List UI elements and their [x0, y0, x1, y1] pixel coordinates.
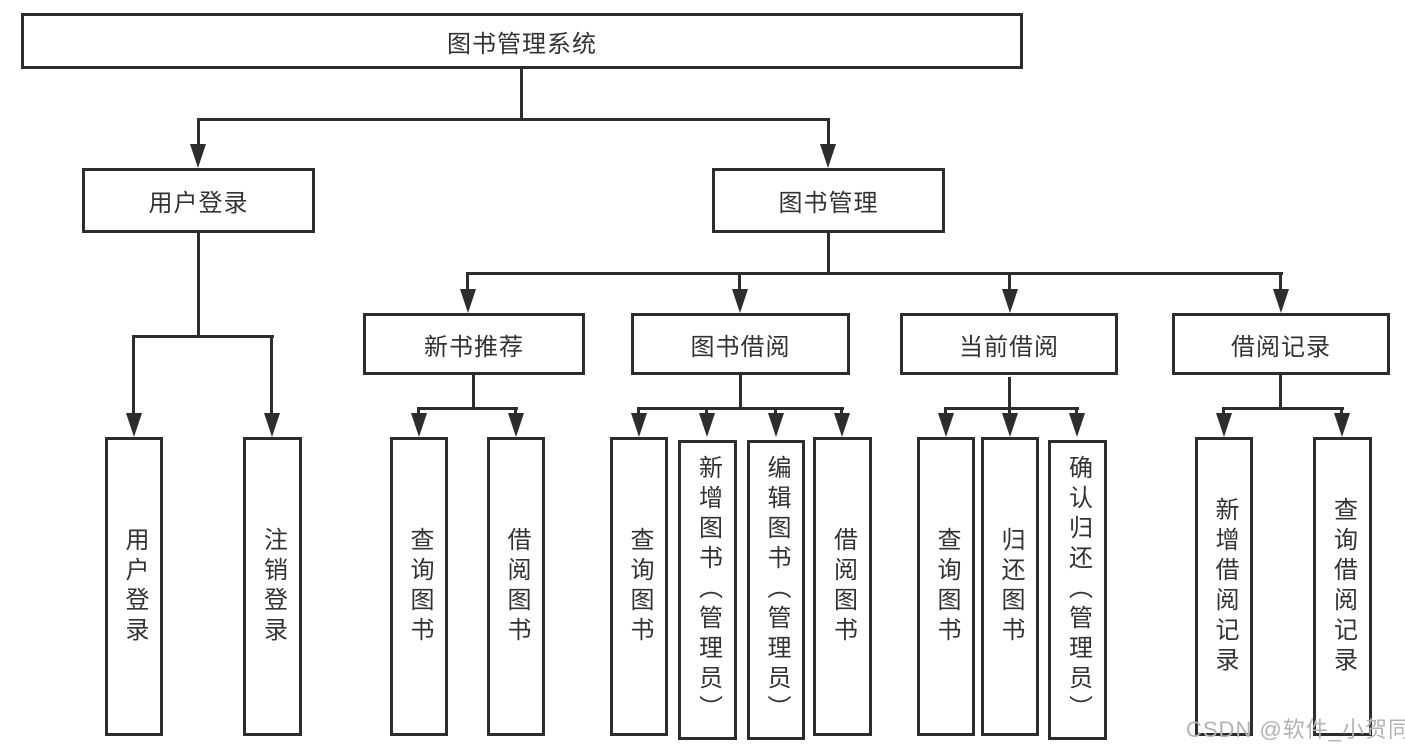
arrowhead-down-icon: [699, 413, 715, 437]
arrowhead-down-icon: [834, 413, 850, 437]
arrowhead-down-icon: [768, 413, 784, 437]
connector-line: [738, 272, 741, 294]
node-label: 图书管理系统: [447, 30, 597, 58]
arrowhead-down-icon: [508, 413, 524, 437]
connector-line: [197, 233, 200, 335]
arrowhead-down-icon: [190, 144, 206, 168]
node-bb-query-books: 查询图书: [610, 437, 668, 736]
node-label: 查询图书: [933, 526, 960, 647]
arrowhead-down-icon: [1069, 413, 1085, 437]
arrowhead-down-icon: [631, 413, 647, 437]
node-label: 确认归还（管理员）: [1064, 455, 1092, 725]
node-logout: 注销登录: [243, 437, 302, 736]
connector-line: [417, 407, 518, 410]
node-cb-confirm-return: 确认归还（管理员）: [1048, 440, 1107, 740]
node-root-system: 图书管理系统: [21, 13, 1023, 69]
connector-line: [1279, 375, 1282, 407]
connector-line: [1008, 407, 1011, 417]
connector-line: [1008, 272, 1011, 294]
arrowhead-down-icon: [1334, 413, 1350, 437]
arrowhead-down-icon: [732, 289, 748, 313]
node-br-query-record: 查询借阅记录: [1313, 437, 1372, 736]
node-label: 注销登录: [259, 526, 287, 647]
node-label: 图书管理: [778, 190, 879, 217]
node-borrowing-records: 借阅记录: [1172, 313, 1390, 375]
connector-line: [1279, 272, 1282, 294]
connector-line: [827, 118, 830, 148]
connector-line: [270, 335, 273, 415]
connector-line: [197, 118, 200, 148]
connector-line: [1075, 407, 1078, 417]
node-label: 借阅记录: [1231, 333, 1331, 361]
node-br-add-record: 新增借阅记录: [1195, 437, 1253, 736]
arrowhead-down-icon: [126, 413, 142, 437]
node-bb-borrow-books: 借阅图书: [813, 437, 872, 736]
connector-line: [705, 407, 708, 417]
connector-line: [774, 407, 777, 417]
node-label: 查询借阅记录: [1329, 496, 1357, 677]
arrowhead-down-icon: [1002, 413, 1018, 437]
arrowhead-down-icon: [820, 144, 836, 168]
node-nbr-query-books: 查询图书: [390, 437, 448, 736]
connector-line: [1222, 407, 1225, 417]
arrowhead-down-icon: [1273, 289, 1289, 313]
connector-line: [520, 69, 523, 118]
connector-line: [466, 272, 469, 294]
arrowhead-down-icon: [460, 289, 476, 313]
node-bb-edit-books: 编辑图书（管理员）: [747, 440, 805, 740]
connector-line: [514, 407, 517, 417]
connector-line: [132, 335, 135, 415]
connector-line: [466, 272, 1283, 275]
node-label: 借阅图书: [503, 526, 530, 647]
node-current-borrowing: 当前借阅: [900, 313, 1118, 375]
node-label: 归还图书: [997, 526, 1024, 647]
watermark-text: CSDN @软件_小贺同学: [1186, 717, 1405, 742]
node-label: 新书推荐: [424, 333, 524, 361]
connector-line: [1008, 377, 1011, 407]
connector-line: [840, 407, 843, 417]
connector-line: [739, 375, 742, 407]
arrowhead-down-icon: [1216, 413, 1232, 437]
connector-line: [1340, 407, 1343, 417]
node-cb-return-books: 归还图书: [981, 437, 1039, 736]
node-label: 新增借阅记录: [1211, 496, 1238, 677]
node-book-management: 图书管理: [712, 168, 945, 233]
connector-line: [827, 233, 830, 272]
node-user-login-leaf: 用户登录: [105, 437, 163, 736]
node-label: 用户登录: [121, 526, 148, 647]
node-bb-add-books: 新增图书（管理员）: [678, 440, 737, 740]
node-new-book-recommend: 新书推荐: [363, 313, 585, 375]
arrowhead-down-icon: [264, 413, 280, 437]
connector-line: [417, 407, 420, 417]
connector-line: [944, 407, 947, 417]
node-book-borrowing: 图书借阅: [631, 313, 850, 375]
connector-line: [637, 407, 844, 410]
connector-line: [944, 407, 1079, 410]
node-label: 当前借阅: [959, 333, 1059, 361]
arrowhead-down-icon: [1002, 289, 1018, 313]
node-label: 编辑图书（管理员）: [763, 455, 790, 725]
connector-line: [197, 118, 830, 121]
connector-line: [132, 335, 274, 338]
arrowhead-down-icon: [411, 413, 427, 437]
node-label: 新增图书（管理员）: [694, 455, 722, 725]
node-label: 借阅图书: [829, 526, 857, 647]
node-nbr-borrow-books: 借阅图书: [487, 437, 545, 736]
connector-line: [1222, 407, 1344, 410]
arrowhead-down-icon: [938, 413, 954, 437]
node-label: 用户登录: [148, 190, 249, 217]
connector-line: [472, 375, 475, 407]
node-cb-query-books: 查询图书: [917, 437, 975, 736]
node-label: 查询图书: [406, 526, 433, 647]
connector-line: [637, 407, 640, 417]
node-label: 图书借阅: [690, 333, 791, 361]
node-label: 查询图书: [626, 526, 653, 647]
node-user-login: 用户登录: [82, 168, 315, 233]
